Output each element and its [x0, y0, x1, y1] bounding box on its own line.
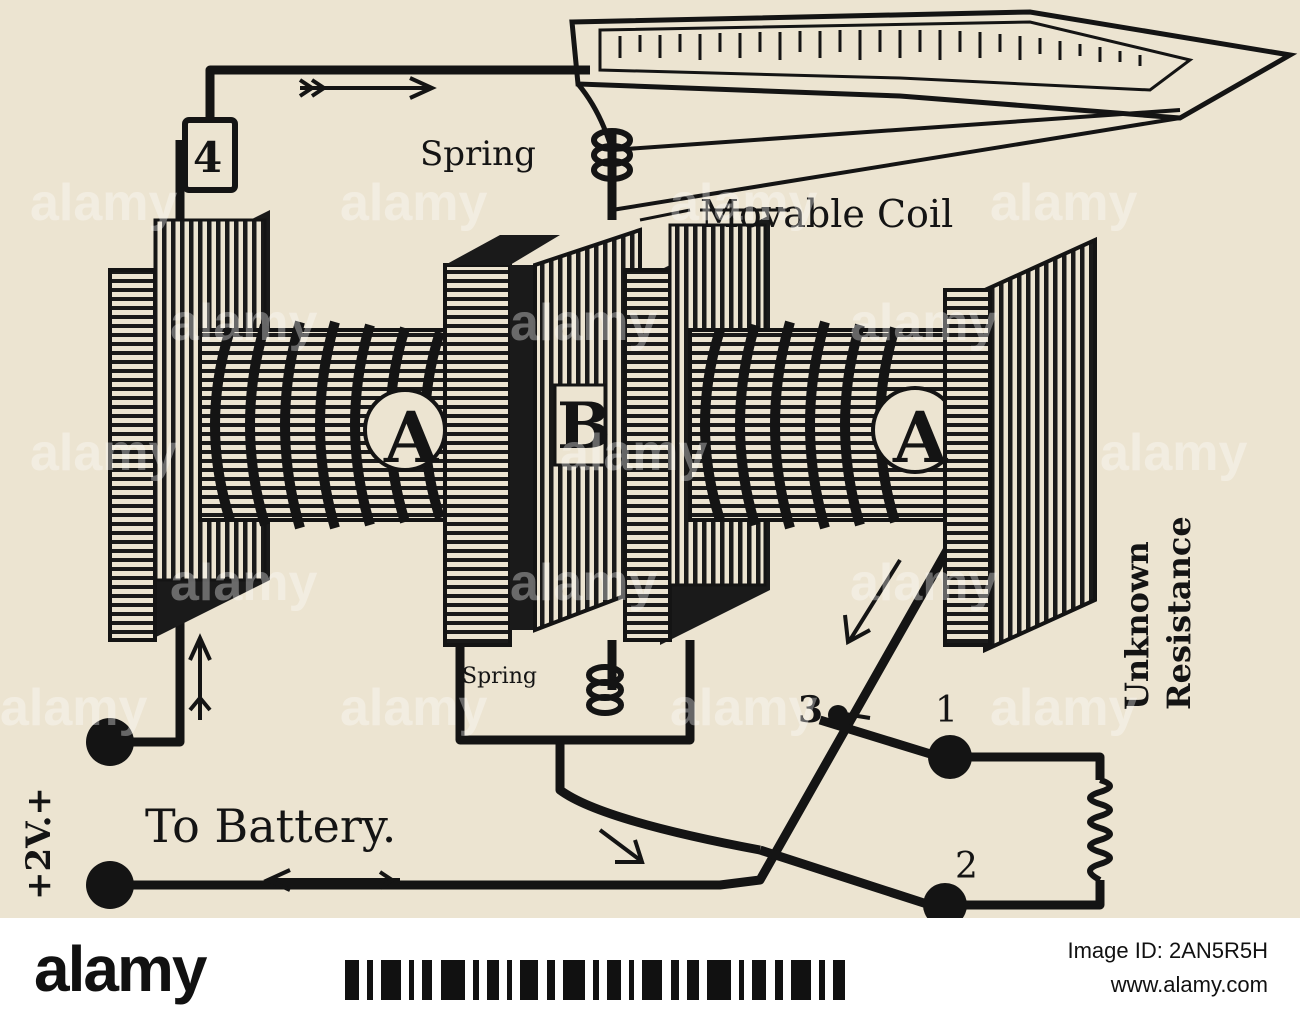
watermark-text: alamy — [170, 294, 318, 352]
movable-coil — [533, 227, 642, 633]
terminal-4-block — [182, 117, 238, 193]
image-id-value: 2AN5R5H — [1168, 938, 1268, 963]
label-terminal-1: 1 — [935, 690, 958, 731]
terminal-1-post — [928, 735, 972, 779]
footer-bar: alamy Image ID: 2AN5R5H www.alamy.com — [0, 918, 1300, 1028]
watermark-text: alamy — [170, 554, 318, 612]
label-coil-a-right: A — [892, 396, 949, 479]
galvanometer-diagram: Spring Movable Coil Spring 4 3 1 2 A B A… — [0, 9, 1298, 918]
footer-meta: Image ID: 2AN5R5H www.alamy.com — [1067, 934, 1268, 1002]
watermark-text: alamy — [850, 554, 998, 612]
resistance-coil — [1087, 777, 1113, 883]
right-inner-pole — [623, 215, 770, 645]
label-unknown: Unknown — [1118, 541, 1156, 710]
right-outer-pole — [943, 236, 1097, 654]
spring-bottom — [586, 664, 624, 716]
label-terminal-3: 3 — [798, 689, 823, 731]
battery-terminal-negative — [86, 861, 134, 909]
watermark-text: alamy — [1100, 424, 1248, 482]
right-coil — [688, 320, 959, 530]
watermark-text: alamy — [340, 174, 488, 232]
watermark-text: alamy — [990, 679, 1138, 737]
left-coil — [198, 320, 462, 530]
battery-terminal-positive — [86, 718, 134, 766]
brand-logo[interactable]: alamy — [34, 933, 207, 1005]
label-coil-a-left: A — [383, 396, 440, 479]
label-coil-b: B — [557, 389, 611, 464]
watermark-text: alamy — [510, 294, 658, 352]
terminal-3-post — [828, 705, 848, 725]
image-id-line: Image ID: 2AN5R5H — [1067, 934, 1268, 968]
meter-needle — [611, 116, 1181, 212]
terminal-2-post — [923, 883, 967, 918]
watermark-text: alamy — [0, 679, 148, 737]
diagram-panel: Spring Movable Coil Spring 4 3 1 2 A B A… — [0, 0, 1300, 918]
meter-scale — [569, 9, 1298, 152]
center-pole-block — [443, 235, 560, 647]
site-url[interactable]: www.alamy.com — [1110, 972, 1268, 997]
label-spring-top: Spring — [420, 134, 536, 174]
image-id-label: Image ID: — [1067, 938, 1169, 963]
label-terminal-2: 2 — [955, 846, 978, 887]
watermark-text: alamy — [510, 554, 658, 612]
watermark-text: alamy — [340, 679, 488, 737]
decorative-barcode — [345, 960, 845, 1000]
label-movable-coil: Movable Coil — [700, 192, 953, 236]
label-spring-bottom: Spring — [462, 664, 537, 689]
watermark-text: alamy — [30, 424, 178, 482]
current-arrows — [188, 76, 902, 892]
watermark-text: alamy — [670, 679, 818, 737]
label-resistance: Resistance — [1160, 516, 1198, 710]
label-voltage: +2V.+ — [19, 787, 59, 900]
watermark-group: alamy alamy alamy alamy alamy alamy alam… — [0, 174, 1248, 737]
label-to-battery: To Battery. — [145, 799, 396, 853]
watermark-text: alamy — [670, 174, 818, 232]
watermark-text: alamy — [560, 424, 708, 482]
watermark-text: alamy — [850, 294, 998, 352]
watermark-text: alamy — [30, 174, 178, 232]
spring-top — [591, 128, 633, 182]
label-terminal-4: 4 — [193, 133, 222, 182]
watermark-text: alamy — [990, 174, 1138, 232]
